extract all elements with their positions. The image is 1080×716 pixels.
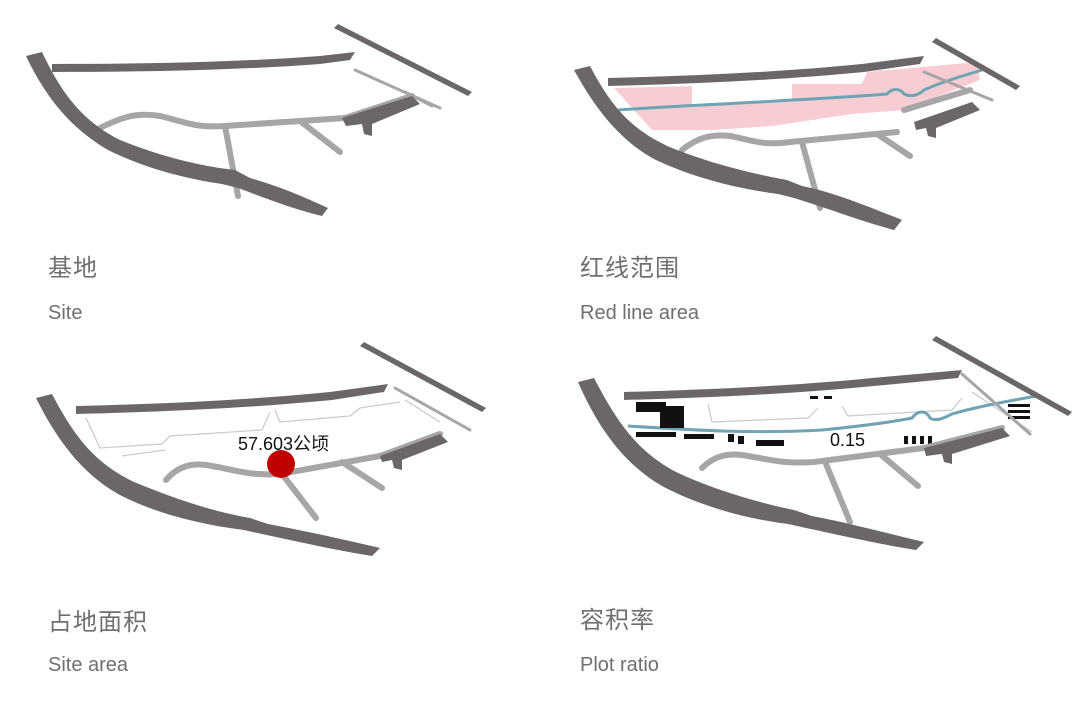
site-area-map bbox=[36, 342, 486, 556]
red-line-map bbox=[574, 38, 1020, 230]
title-cn: 容积率 bbox=[580, 606, 655, 634]
title-en: Red line area bbox=[580, 302, 699, 324]
title-cn: 占地面积 bbox=[48, 608, 148, 636]
panel-site: 基地 Site bbox=[0, 0, 540, 358]
main-roads bbox=[578, 336, 1072, 550]
secondary-roads bbox=[97, 68, 442, 199]
panel-red-line-area: 红线范围 Red line area bbox=[532, 0, 1072, 358]
panel-site-area: 57.603公顷 占地面积 Site area bbox=[0, 342, 540, 710]
river bbox=[627, 394, 1038, 434]
main-roads bbox=[36, 342, 486, 556]
red-line-region bbox=[614, 62, 980, 130]
parcel-lines bbox=[85, 399, 441, 457]
panel-plot-ratio: 0.15 容积率 Plot ratio bbox=[532, 336, 1072, 710]
title-cn: 红线范围 bbox=[580, 254, 680, 282]
title-en: Plot ratio bbox=[580, 654, 659, 676]
site-area-label: 57.603公顷 bbox=[238, 434, 330, 454]
title-en: Site bbox=[48, 302, 83, 324]
title-en: Site area bbox=[48, 654, 129, 676]
buildings bbox=[636, 396, 1030, 446]
title-cn: 基地 bbox=[48, 254, 98, 282]
main-roads bbox=[574, 38, 1020, 230]
site-map bbox=[26, 24, 472, 216]
main-roads bbox=[26, 24, 472, 216]
plot-ratio-map bbox=[578, 336, 1072, 550]
river bbox=[617, 68, 983, 112]
plot-ratio-label: 0.15 bbox=[830, 430, 866, 450]
site-marker-dot bbox=[267, 450, 295, 478]
